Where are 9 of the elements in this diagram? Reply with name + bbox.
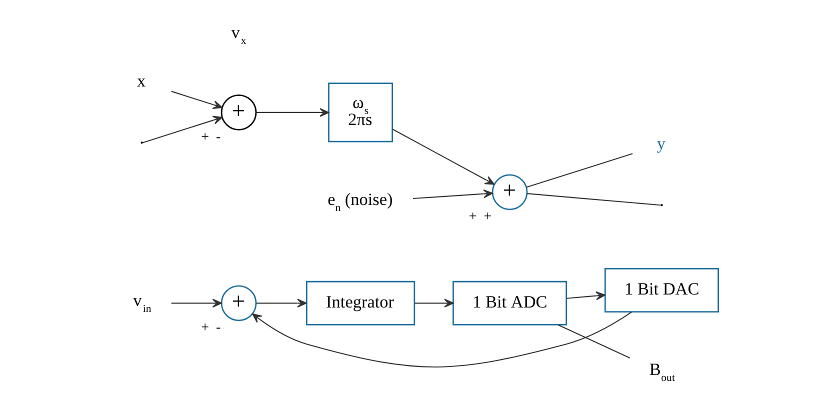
node-text: x: [136, 70, 146, 90]
label: v$_{x}$: [230, 22, 246, 46]
node-text: y: [656, 133, 665, 152]
node-text: v$_{in}$: [132, 290, 151, 315]
node-text: B$_{out}$: [648, 360, 674, 384]
node-label: + -: [200, 320, 220, 336]
node-label: + +: [468, 209, 492, 224]
node-label: + -: [200, 129, 220, 144]
node-text: e$_{n}$ (noise): [327, 189, 392, 214]
